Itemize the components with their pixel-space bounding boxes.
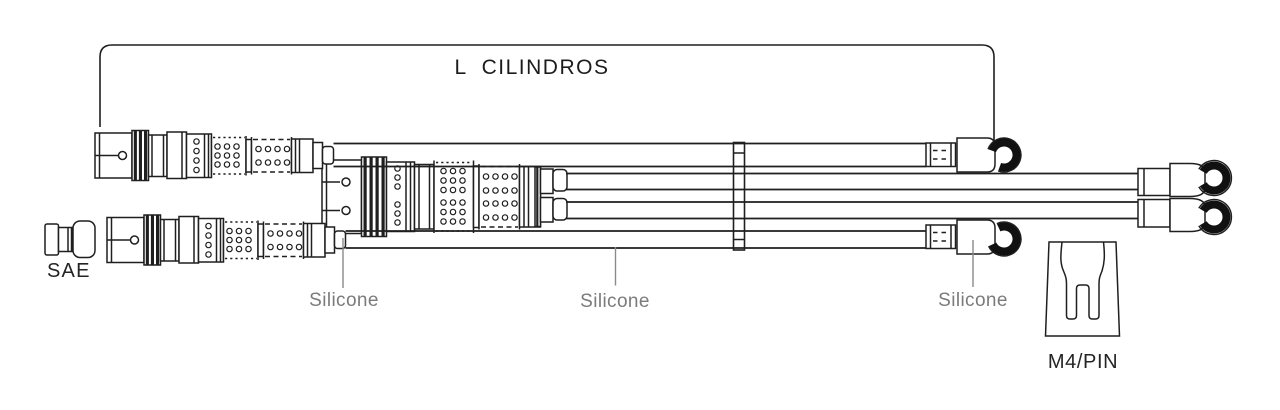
center-double-boot — [321, 156, 568, 238]
spark-plug-boot-bottom — [106, 214, 347, 266]
cable-3 — [566, 201, 1140, 220]
silicone-label-right: Silicone — [938, 290, 1008, 311]
silicone-label-left: Silicone — [309, 290, 379, 311]
label-leader-lines — [342, 238, 974, 288]
m4-pin-label: M4/PIN — [1047, 351, 1119, 373]
top-elbow-terminal — [925, 137, 996, 173]
sae-label: SAE — [47, 260, 91, 282]
bracket-label: L CILINDROS — [454, 56, 610, 79]
spark-plug-boot-top — [94, 129, 335, 182]
m4-pin-terminal — [1044, 241, 1121, 337]
dimension-bracket — [99, 44, 995, 151]
silicone-label-middle: Silicone — [580, 291, 650, 312]
bottom-elbow-terminal — [925, 219, 996, 255]
sae-terminal — [44, 220, 96, 259]
cable-4 — [345, 230, 926, 249]
elbow-rings — [987, 137, 1233, 257]
right-double-elbow-terminals — [1137, 162, 1206, 233]
silicone-cables — [333, 142, 1140, 249]
cable-1 — [333, 142, 926, 168]
cable-2 — [566, 172, 1140, 191]
cable-clamp — [732, 141, 746, 251]
